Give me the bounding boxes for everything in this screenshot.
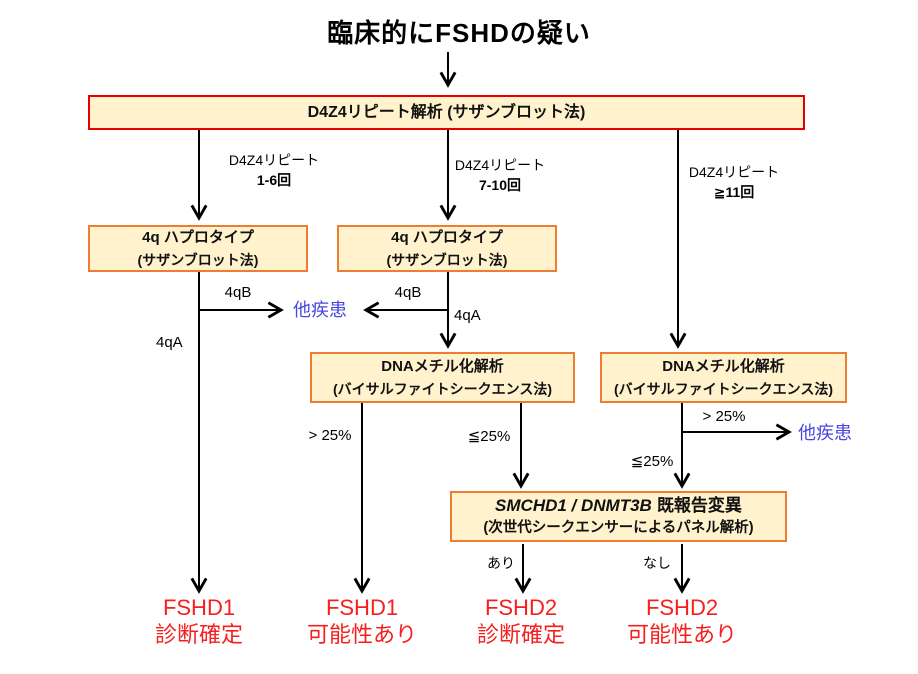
box-met-mid-line2: (バイサルファイトシークエンス法)	[332, 380, 553, 397]
edge-label-mid-le25: ≦25%	[467, 428, 511, 445]
edge-label-repeat-ge11-line1: D4Z4リピート	[688, 164, 780, 180]
box-met-mid-line1: DNAメチル化解析	[381, 357, 504, 375]
box-panel-line2: (次世代シークエンサーによるパネル解析)	[483, 520, 754, 536]
box-dna-methylation-mid: DNAメチル化解析 (バイサルファイトシークエンス法)	[310, 352, 575, 403]
terminal-other-disease-right: 他疾患	[798, 423, 852, 443]
outcome-fshd1-confirmed-line2: 診断確定	[154, 622, 243, 647]
box-dna-methylation-right: DNAメチル化解析 (バイサルファイトシークエンス法)	[600, 352, 847, 403]
outcome-fshd1-possible-line2: 可能性あり	[306, 622, 417, 647]
edge-label-mid-gt25: > 25%	[308, 427, 352, 444]
outcome-fshd2-confirmed-line2: 診断確定	[476, 622, 565, 647]
box-hap-mid-line2: (サザンブロット法)	[386, 251, 508, 268]
edge-label-variant-present: あり	[487, 555, 515, 571]
edge-label-mid-4qB: 4qB	[394, 284, 422, 301]
box-d4z4-label: D4Z4リピート解析 (サザンブロット法)	[307, 104, 586, 121]
outcome-fshd1-confirmed: FSHD1 診断確定	[119, 594, 279, 648]
edge-label-right-le25: ≦25%	[630, 453, 674, 470]
edge-label-variant-absent: なし	[643, 555, 671, 571]
edge-label-repeat-1-6-line1: D4Z4リピート	[228, 152, 320, 168]
edge-label-repeat-ge11-line2: ≧11回	[713, 184, 755, 200]
box-d4z4-repeat-analysis: D4Z4リピート解析 (サザンブロット法)	[88, 95, 805, 130]
edge-label-repeat-7-10: D4Z4リピート 7-10回	[455, 155, 545, 195]
outcome-fshd2-confirmed-line1: FSHD2	[484, 595, 558, 620]
box-panel-suffix: 既報告変異	[656, 496, 742, 515]
edge-label-repeat-7-10-line1: D4Z4リピート	[454, 157, 546, 173]
edge-label-left-4qA: 4qA	[156, 334, 183, 351]
outcome-fshd2-possible: FSHD2 可能性あり	[602, 594, 762, 648]
outcome-fshd2-possible-line2: 可能性あり	[626, 622, 737, 647]
box-hap-left-line2: (サザンブロット法)	[137, 251, 259, 268]
outcome-fshd2-possible-line1: FSHD2	[645, 595, 719, 620]
terminal-other-disease-left: 他疾患	[293, 300, 347, 320]
edge-label-left-4qB: 4qB	[224, 284, 252, 301]
box-met-right-line1: DNAメチル化解析	[662, 357, 785, 375]
box-met-right-line2: (バイサルファイトシークエンス法)	[613, 380, 834, 397]
outcome-fshd2-confirmed: FSHD2 診断確定	[441, 594, 601, 648]
page-title: 臨床的にFSHDの疑い	[327, 18, 591, 48]
edge-label-repeat-7-10-line2: 7-10回	[478, 177, 522, 193]
box-panel-genes: SMCHD1 / DNMT3B	[495, 496, 652, 515]
edge-label-mid-4qA: 4qA	[454, 307, 481, 324]
box-4q-haplotype-mid: 4q ハプロタイプ (サザンブロット法)	[337, 225, 557, 272]
edge-label-repeat-ge11: D4Z4リピート ≧11回	[689, 162, 779, 202]
edge-label-right-gt25: > 25%	[702, 408, 746, 425]
edge-label-repeat-1-6-line2: 1-6回	[256, 172, 292, 188]
box-hap-left-line1: 4q ハプロタイプ	[142, 228, 254, 246]
outcome-fshd1-confirmed-line1: FSHD1	[162, 595, 236, 620]
edge-label-repeat-1-6: D4Z4リピート 1-6回	[229, 150, 319, 190]
box-hap-mid-line1: 4q ハプロタイプ	[391, 228, 503, 246]
box-4q-haplotype-left: 4q ハプロタイプ (サザンブロット法)	[88, 225, 308, 272]
outcome-fshd1-possible: FSHD1 可能性あり	[282, 594, 442, 648]
outcome-fshd1-possible-line1: FSHD1	[325, 595, 399, 620]
